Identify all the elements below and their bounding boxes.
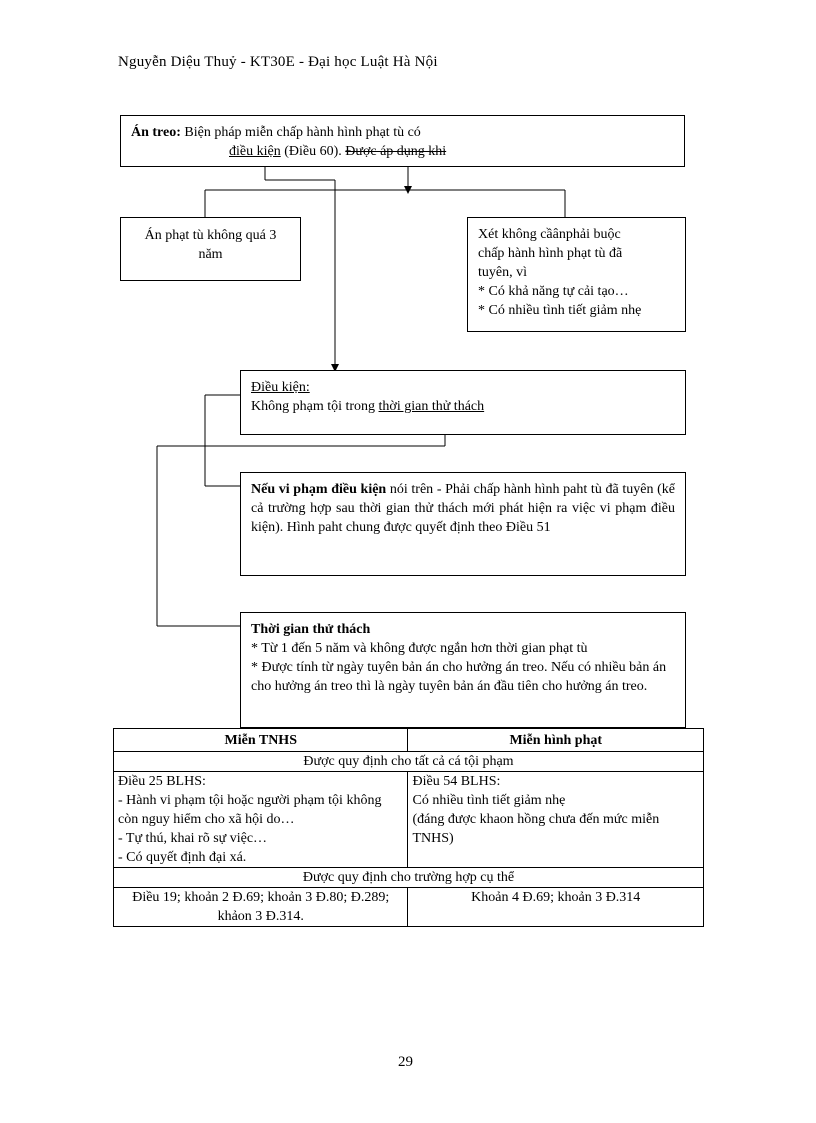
top-box-an-treo: Án treo: Biện pháp miễn chấp hành hình p… <box>120 115 685 167</box>
condition-body: Không phạm tội trong <box>251 399 379 414</box>
table-line: - Hành vi phạm tội hoặc người phạm tội k… <box>118 793 382 827</box>
cell-mien-tnhs-conditions: Điều 25 BLHS: - Hành vi phạm tội hoặc ng… <box>112 771 409 868</box>
right-box-line3: tuyên, vì <box>478 265 527 280</box>
row-all-crimes: Được quy định cho tất cả cá tội phạm <box>113 751 704 772</box>
col-header-mien-hinh-phat: Miễn hình phạt <box>407 728 704 752</box>
right-box-line5: * Có nhiều tình tiết giảm nhẹ <box>478 303 642 318</box>
comparison-table: Miễn TNHS Miễn hình phạt Được quy định c… <box>112 728 704 927</box>
probation-line2: * Được tính từ ngày tuyên bản án cho hưở… <box>251 660 667 694</box>
left-box-text: Án phạt tù không quá 3 năm <box>144 228 277 262</box>
probation-title: Thời gian thử thách <box>251 622 371 637</box>
cell-mien-tnhs-articles: Điều 19; khoản 2 Đ.69; khoản 3 Đ.80; Đ.2… <box>112 887 409 927</box>
table-line: (đáng được khaon hồng chưa đến mức miễn … <box>412 812 660 846</box>
right-box-line4: * Có khả năng tự cải tạo… <box>478 284 629 299</box>
probation-box: Thời gian thử thách * Từ 1 đến 5 năm và … <box>240 612 686 728</box>
violation-body: nói trên - Phải chấp hành hình paht tù đ… <box>251 482 675 535</box>
condition-title: Điều kiện: <box>251 380 310 395</box>
page-number: 29 <box>398 1054 413 1070</box>
table-line: Điều 25 BLHS: <box>118 774 206 789</box>
page-header: Nguyễn Diệu Thuỷ - KT30E - Đại học Luật … <box>118 54 438 70</box>
dieu-60-ref: (Điều 60). <box>280 144 346 159</box>
dieu-kien-link-text: điều kiện <box>229 144 281 159</box>
right-box-reasons: Xét không cầânphải buộc chấp hành hình p… <box>467 217 686 332</box>
cell-mien-hinh-phat-conditions: Điều 54 BLHS: Có nhiều tình tiết giảm nh… <box>407 771 704 868</box>
probation-line1: * Từ 1 đến 5 năm và không được ngắn hơn … <box>251 641 588 656</box>
table-line: - Có quyết định đại xá. <box>118 850 247 865</box>
right-box-line1: Xét không cầânphải buộc <box>478 227 621 242</box>
violation-box: Nếu vi phạm điều kiện nói trên - Phải ch… <box>240 472 686 576</box>
table-line: Có nhiều tình tiết giảm nhẹ <box>412 793 566 808</box>
an-treo-label: Án treo: <box>131 125 181 140</box>
struck-text: Được áp dụng khi <box>345 144 447 159</box>
violation-label: Nếu vi phạm điều kiện <box>251 482 387 497</box>
row-specific-cases: Được quy định cho trường hợp cụ thể <box>113 867 704 888</box>
table-line: Điều 54 BLHS: <box>412 774 501 789</box>
col-header-mien-tnhs: Miễn TNHS <box>112 728 409 752</box>
left-box-prison-term: Án phạt tù không quá 3 năm <box>120 217 301 281</box>
probation-period-term: thời gian thử thách <box>378 399 485 414</box>
cell-mien-hinh-phat-articles: Khoản 4 Đ.69; khoản 3 Đ.314 <box>407 887 704 927</box>
table-line: - Tự thú, khai rõ sự việc… <box>118 831 268 846</box>
an-treo-definition: Biện pháp miễn chấp hành hình phạt tù có <box>180 125 421 140</box>
condition-box: Điều kiện: Không phạm tội trong thời gia… <box>240 370 686 435</box>
right-box-line2: chấp hành hình phạt tù đã <box>478 246 623 261</box>
